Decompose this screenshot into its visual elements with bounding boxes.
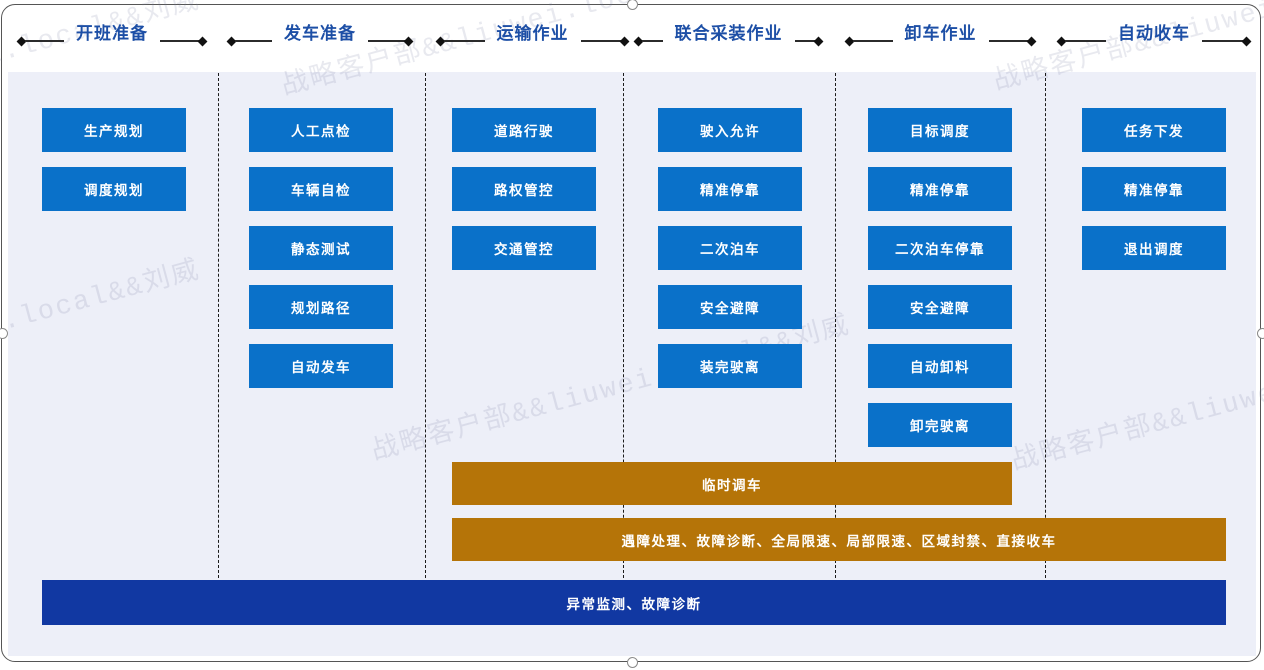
header-line xyxy=(988,40,1028,42)
step-box[interactable]: 路权管控 xyxy=(452,167,596,211)
step-box[interactable]: 目标调度 xyxy=(868,108,1012,152)
phase-header-1[interactable]: 开班准备 xyxy=(16,14,208,48)
anomaly-monitor-bar[interactable]: 异常监测、故障诊断 xyxy=(42,580,1226,625)
phase-title: 开班准备 xyxy=(76,23,148,43)
header-line xyxy=(580,40,621,42)
resize-handle-top[interactable] xyxy=(626,0,638,10)
phase-divider-2 xyxy=(425,73,426,578)
phase-header-2[interactable]: 发车准备 xyxy=(226,14,414,48)
step-box[interactable]: 调度规划 xyxy=(42,167,186,211)
phase-divider-5 xyxy=(1045,73,1046,578)
step-box[interactable]: 安全避障 xyxy=(868,285,1012,329)
step-box[interactable]: 静态测试 xyxy=(249,226,393,270)
step-box[interactable]: 精准停靠 xyxy=(868,167,1012,211)
shape-outline xyxy=(1,4,1261,662)
phase-divider-4 xyxy=(835,73,836,578)
step-box[interactable]: 卸完驶离 xyxy=(868,403,1012,447)
step-box[interactable]: 道路行驶 xyxy=(452,108,596,152)
header-line xyxy=(160,40,199,42)
step-box[interactable]: 任务下发 xyxy=(1082,108,1226,152)
phase-divider-1 xyxy=(218,73,219,578)
header-line xyxy=(25,40,64,42)
diamond-endpoint-icon xyxy=(403,36,414,46)
step-box[interactable]: 退出调度 xyxy=(1082,226,1226,270)
header-line xyxy=(642,40,663,42)
diamond-endpoint-icon xyxy=(1026,36,1037,46)
diamond-endpoint-icon xyxy=(619,36,630,46)
step-box[interactable]: 精准停靠 xyxy=(1082,167,1226,211)
step-box[interactable]: 自动卸料 xyxy=(868,344,1012,388)
diamond-endpoint-icon xyxy=(197,36,208,46)
header-line xyxy=(368,40,405,42)
phase-title: 卸车作业 xyxy=(904,23,977,43)
phase-header-3[interactable]: 运输作业 xyxy=(435,14,630,48)
header-line xyxy=(853,40,893,42)
resize-handle-left[interactable] xyxy=(0,327,8,339)
step-box[interactable]: 二次泊车停靠 xyxy=(868,226,1012,270)
step-box[interactable]: 自动发车 xyxy=(249,344,393,388)
header-line xyxy=(1065,40,1106,42)
phase-title: 自动收车 xyxy=(1118,23,1190,43)
resize-handle-right[interactable] xyxy=(1256,327,1264,339)
fault-handling-bar[interactable]: 遇障处理、故障诊断、全局限速、局部限速、区域封禁、直接收车 xyxy=(452,518,1226,561)
phase-title: 运输作业 xyxy=(496,23,569,43)
step-box[interactable]: 人工点检 xyxy=(249,108,393,152)
phase-title: 联合采装作业 xyxy=(674,23,783,43)
step-box[interactable]: 交通管控 xyxy=(452,226,596,270)
step-box[interactable]: 规划路径 xyxy=(249,285,393,329)
header-line xyxy=(235,40,272,42)
header-line xyxy=(1202,40,1243,42)
header-line xyxy=(794,40,815,42)
phase-divider-3 xyxy=(623,73,624,578)
phase-header-6[interactable]: 自动收车 xyxy=(1056,14,1252,48)
diamond-endpoint-icon xyxy=(1241,36,1252,46)
diamond-endpoint-icon xyxy=(813,36,824,46)
step-box[interactable]: 车辆自检 xyxy=(249,167,393,211)
phase-title: 发车准备 xyxy=(284,23,356,43)
step-box[interactable]: 装完驶离 xyxy=(658,344,802,388)
temp-dispatch-bar[interactable]: 临时调车 xyxy=(452,462,1012,505)
step-box[interactable]: 安全避障 xyxy=(658,285,802,329)
step-box[interactable]: 生产规划 xyxy=(42,108,186,152)
step-box[interactable]: 驶入允许 xyxy=(658,108,802,152)
step-box[interactable]: 精准停靠 xyxy=(658,167,802,211)
phase-header-4[interactable]: 联合采装作业 xyxy=(633,14,824,48)
phase-header-5[interactable]: 卸车作业 xyxy=(844,14,1037,48)
header-line xyxy=(444,40,485,42)
step-box[interactable]: 二次泊车 xyxy=(658,226,802,270)
resize-handle-bottom[interactable] xyxy=(626,656,638,668)
